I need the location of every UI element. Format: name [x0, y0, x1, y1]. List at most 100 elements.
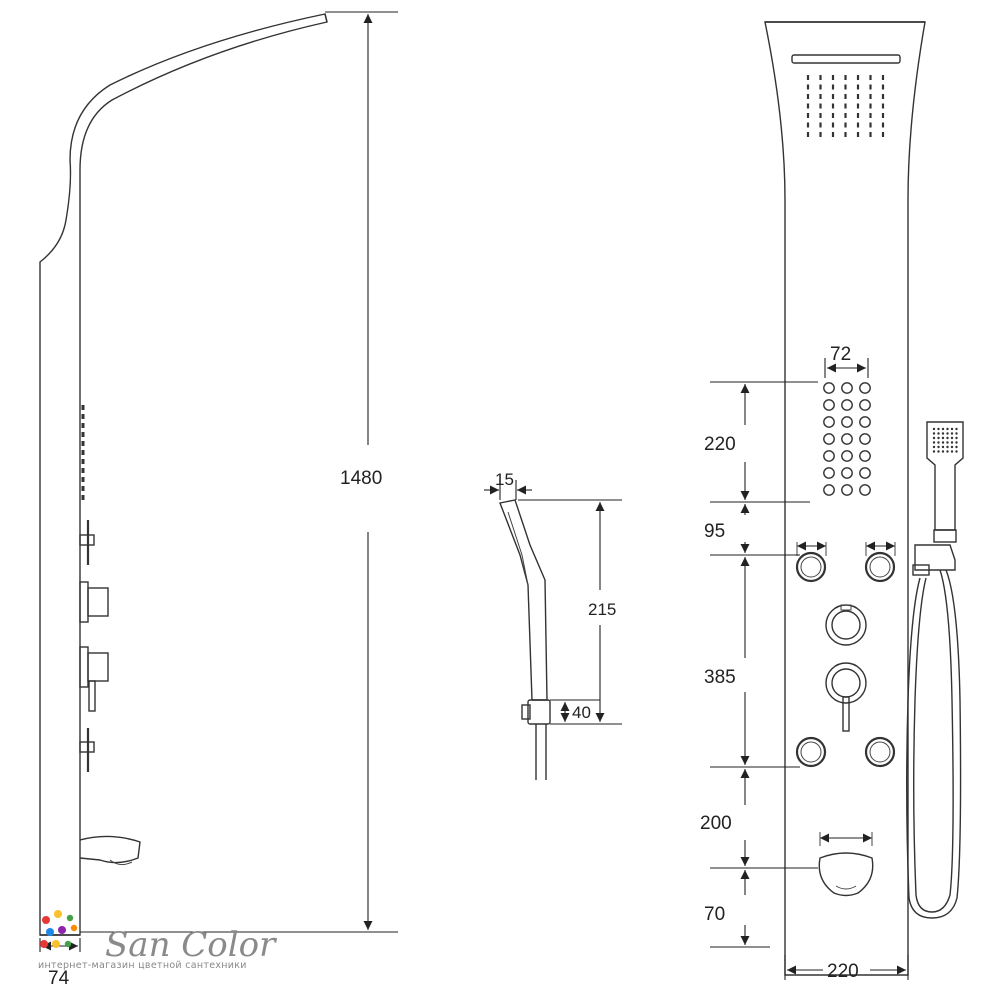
logo-dot — [42, 916, 50, 924]
logo-dot — [70, 924, 78, 932]
handshower-nozzle — [955, 427, 958, 431]
handshower-nozzle — [937, 436, 940, 440]
handshower-nozzle — [941, 436, 945, 440]
logo-dot — [64, 940, 72, 948]
front-view: 72 — [700, 21, 964, 982]
handshower-nozzle — [932, 427, 936, 431]
jet-nozzle — [841, 433, 853, 445]
handshower-nozzle — [946, 450, 949, 453]
handshower-nozzle — [950, 436, 954, 440]
jet-nozzle — [841, 484, 853, 496]
handshower-nozzle — [941, 427, 945, 431]
dim-total-height: 1480 — [80, 11, 398, 933]
jet-nozzle — [841, 467, 853, 479]
logo-dot — [66, 914, 74, 922]
massage-jet-top-right — [864, 541, 896, 583]
jet-nozzle — [841, 399, 853, 411]
massage-jet-top-left — [795, 541, 827, 583]
side-view: 1480 74 — [39, 11, 398, 989]
dim-handshower-width-label: 15 — [495, 470, 514, 489]
dim-total-height-label: 1480 — [340, 468, 382, 489]
handshower-nozzle — [955, 441, 958, 444]
handshower-nozzle — [946, 432, 949, 435]
handshower-nozzle — [950, 427, 954, 431]
jet-nozzle — [823, 433, 835, 445]
tub-spout — [818, 832, 874, 897]
handshower-nozzle — [937, 432, 940, 435]
handshower-nozzle — [932, 436, 936, 440]
dim-side-depth-label: 74 — [48, 968, 70, 989]
handshower-nozzle — [950, 441, 954, 444]
handshower-nozzle — [946, 445, 949, 449]
dim-panel-width-label: 220 — [827, 961, 859, 982]
diverter-knob — [825, 604, 867, 646]
side-lever-upper — [79, 520, 95, 565]
handshower-nozzle — [937, 441, 940, 444]
dim-nozzle-block-height-label: 220 — [704, 434, 736, 455]
jet-nozzle — [823, 416, 835, 428]
dim-spout-offset-label: 200 — [700, 813, 732, 834]
handshower-nozzle — [955, 450, 958, 453]
dim-handshower-length: 215 — [518, 499, 622, 725]
jet-nozzle — [859, 450, 871, 462]
logo-dot — [46, 928, 54, 936]
dim-nozzle-block-width: 72 — [824, 344, 869, 378]
jet-nozzle — [823, 382, 835, 394]
side-knob-2 — [79, 646, 109, 712]
handshower-nozzle — [941, 432, 945, 435]
logo-dot — [58, 926, 66, 934]
jet-nozzle — [841, 382, 853, 394]
dim-panel-width: 220 — [784, 955, 909, 982]
dim-jets-spacing-label: 385 — [704, 667, 736, 688]
handshower-nozzle — [950, 445, 954, 449]
side-spout — [79, 835, 141, 866]
handshower-nozzle — [937, 450, 940, 453]
side-panel-outline — [39, 13, 328, 936]
side-lever-lower — [79, 728, 95, 772]
jet-nozzle — [859, 467, 871, 479]
jet-nozzle — [859, 382, 871, 394]
massage-jet-bottom-left — [795, 736, 827, 768]
handshower-nozzle — [955, 436, 958, 440]
watermark-tagline: интернет-магазин цветной сантехники — [38, 960, 247, 971]
handshower-nozzle — [955, 445, 958, 449]
handshower-nozzle — [950, 450, 954, 453]
front-handshower — [906, 421, 964, 919]
handshower-nozzle — [932, 441, 936, 444]
jet-nozzle — [859, 399, 871, 411]
handshower-body — [499, 499, 548, 701]
dim-spout-to-bottom-label: 70 — [704, 904, 725, 925]
jet-nozzle — [823, 484, 835, 496]
dim-chain-vertical: 220 95 385 200 70 — [700, 381, 818, 948]
handshower-nozzle — [955, 432, 958, 435]
handshower-nozzle — [937, 427, 940, 431]
mixer-knob — [825, 662, 867, 732]
body-jet-nozzles — [823, 382, 871, 496]
massage-jet-bottom-right — [864, 736, 896, 768]
front-panel-outline — [764, 21, 926, 976]
jet-nozzle — [841, 450, 853, 462]
dim-side-depth: 74 — [39, 938, 81, 989]
front-handshower-hose — [913, 569, 954, 913]
dim-holder-height: 40 — [550, 699, 600, 722]
handshower-nozzle — [946, 441, 949, 444]
logo-dots-icon — [40, 910, 78, 948]
side-knob-1 — [79, 581, 109, 623]
rain-nozzle-grid — [806, 75, 885, 137]
handshower-hose — [535, 724, 547, 780]
jet-nozzle — [823, 399, 835, 411]
jet-nozzle — [859, 416, 871, 428]
handshower-nozzle — [937, 445, 940, 449]
handshower-nozzle — [941, 445, 945, 449]
waterfall-slot — [791, 54, 901, 64]
handshower-view: 15 215 40 — [484, 470, 622, 780]
handshower-nozzle — [932, 445, 936, 449]
handshower-nozzle — [950, 432, 954, 435]
dim-gap-to-jets-label: 95 — [704, 521, 725, 542]
jet-nozzle — [823, 450, 835, 462]
dim-handshower-length-label: 215 — [588, 600, 616, 619]
watermark-brand: San Color — [105, 925, 277, 965]
dim-nozzle-block-width-label: 72 — [830, 344, 851, 365]
watermark-logo: San Color интернет-магазин цветной санте… — [38, 910, 277, 971]
handshower-nozzle — [941, 450, 945, 453]
